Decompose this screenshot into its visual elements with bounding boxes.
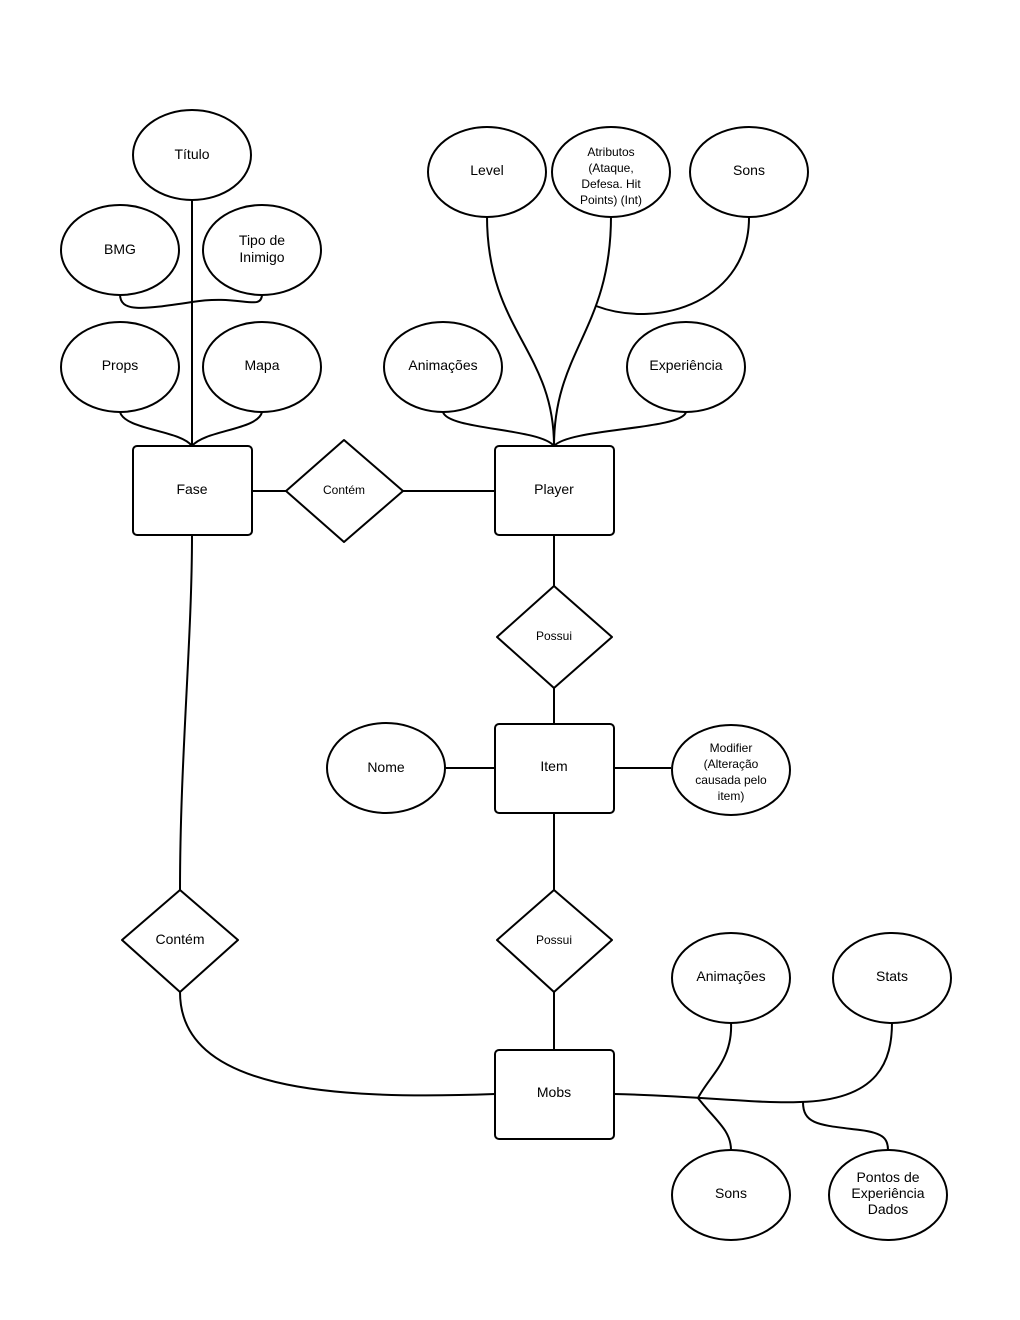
- edge-props-fase: [119, 411, 193, 447]
- attribute-nome-label: Nome: [367, 759, 405, 775]
- edge-mobs-pontos: [802, 1101, 889, 1151]
- attribute-tipo-inimigo[interactable]: Tipo de Inimigo: [202, 204, 322, 296]
- relationship-fase-mobs[interactable]: Contém: [121, 889, 239, 993]
- relationship-fase-player-label: Contém: [323, 483, 365, 497]
- attribute-experiencia-label: Experiência: [649, 357, 722, 373]
- edge-mobs-stats: [613, 1021, 893, 1104]
- attribute-tipo-inimigo-line-2: Inimigo: [239, 249, 284, 265]
- attribute-bmg[interactable]: BMG: [60, 204, 180, 296]
- relationship-fase-mobs-label: Contém: [155, 931, 204, 947]
- attribute-pontos-experiencia-line-2: Experiência: [851, 1185, 924, 1201]
- edge-level-player: [486, 215, 555, 447]
- edge-sons-player: [595, 215, 751, 315]
- edge-fase-contem2: [179, 534, 193, 891]
- attribute-stats[interactable]: Stats: [832, 932, 952, 1024]
- attribute-sons-player-label: Sons: [733, 162, 765, 178]
- edge-bmg-tipo-inimigo: [119, 293, 263, 309]
- attribute-atributos-line-2: (Ataque,: [588, 161, 633, 175]
- attribute-level[interactable]: Level: [427, 126, 547, 218]
- edge-contem2-mobs: [179, 991, 496, 1097]
- edge-experiencia-player: [553, 411, 687, 447]
- entity-player-label: Player: [534, 481, 574, 497]
- attribute-atributos-line-1: Atributos: [587, 145, 634, 159]
- attribute-experiencia[interactable]: Experiência: [626, 321, 746, 413]
- edge-mobs-animacoes: [697, 1021, 733, 1099]
- entity-mobs[interactable]: Mobs: [494, 1049, 615, 1140]
- attribute-pontos-experiencia-line-3: Dados: [868, 1201, 908, 1217]
- attribute-modifier-line-2: (Alteração: [704, 757, 759, 771]
- attribute-titulo[interactable]: Título: [132, 109, 252, 201]
- entity-fase-label: Fase: [176, 481, 207, 497]
- attribute-sons-player[interactable]: Sons: [689, 126, 809, 218]
- attribute-stats-label: Stats: [876, 968, 908, 984]
- relationship-item-mobs-label: Possui: [536, 933, 572, 947]
- attribute-mapa[interactable]: Mapa: [202, 321, 322, 413]
- attribute-modifier-line-3: causada pelo: [695, 773, 767, 787]
- attribute-atributos-line-4: Points) (Int): [580, 193, 642, 207]
- entity-item[interactable]: Item: [494, 723, 615, 814]
- attribute-animacoes-player[interactable]: Animações: [383, 321, 503, 413]
- attribute-animacoes-player-label: Animações: [408, 357, 477, 373]
- entity-item-label: Item: [540, 758, 567, 774]
- relationship-player-item-label: Possui: [536, 629, 572, 643]
- edge-atributos-player: [553, 215, 612, 447]
- attribute-mapa-label: Mapa: [244, 357, 279, 373]
- relationship-player-item[interactable]: Possui: [496, 585, 613, 689]
- attribute-bmg-label: BMG: [104, 241, 136, 257]
- entity-fase[interactable]: Fase: [132, 445, 253, 536]
- entity-player[interactable]: Player: [494, 445, 615, 536]
- connectors: [119, 200, 893, 1151]
- attribute-modifier[interactable]: Modifier (Alteração causada pelo item): [671, 724, 791, 816]
- attribute-pontos-experiencia-line-1: Pontos de: [856, 1169, 919, 1185]
- relationship-fase-player[interactable]: Contém: [285, 439, 404, 543]
- edge-mobs-sons: [697, 1097, 732, 1151]
- attribute-animacoes-mobs[interactable]: Animações: [671, 932, 791, 1024]
- attribute-sons-mobs-label: Sons: [715, 1185, 747, 1201]
- attribute-animacoes-mobs-label: Animações: [696, 968, 765, 984]
- entity-mobs-label: Mobs: [537, 1084, 571, 1100]
- attribute-sons-mobs[interactable]: Sons: [671, 1149, 791, 1241]
- attribute-atributos[interactable]: Atributos (Ataque, Defesa. Hit Points) (…: [551, 126, 671, 218]
- edge-animacoes-player: [442, 411, 555, 447]
- attribute-modifier-line-4: item): [718, 789, 745, 803]
- attribute-pontos-experiencia[interactable]: Pontos de Experiência Dados: [828, 1149, 948, 1241]
- attribute-props[interactable]: Props: [60, 321, 180, 413]
- attribute-titulo-label: Título: [174, 146, 209, 162]
- attribute-nome[interactable]: Nome: [326, 722, 446, 814]
- edge-mapa-fase: [191, 411, 263, 447]
- attribute-props-label: Props: [102, 357, 139, 373]
- attribute-atributos-line-3: Defesa. Hit: [581, 177, 641, 191]
- attribute-level-label: Level: [470, 162, 503, 178]
- attribute-modifier-line-1: Modifier: [710, 741, 753, 755]
- relationship-item-mobs[interactable]: Possui: [496, 889, 613, 993]
- attribute-tipo-inimigo-line-1: Tipo de: [239, 232, 285, 248]
